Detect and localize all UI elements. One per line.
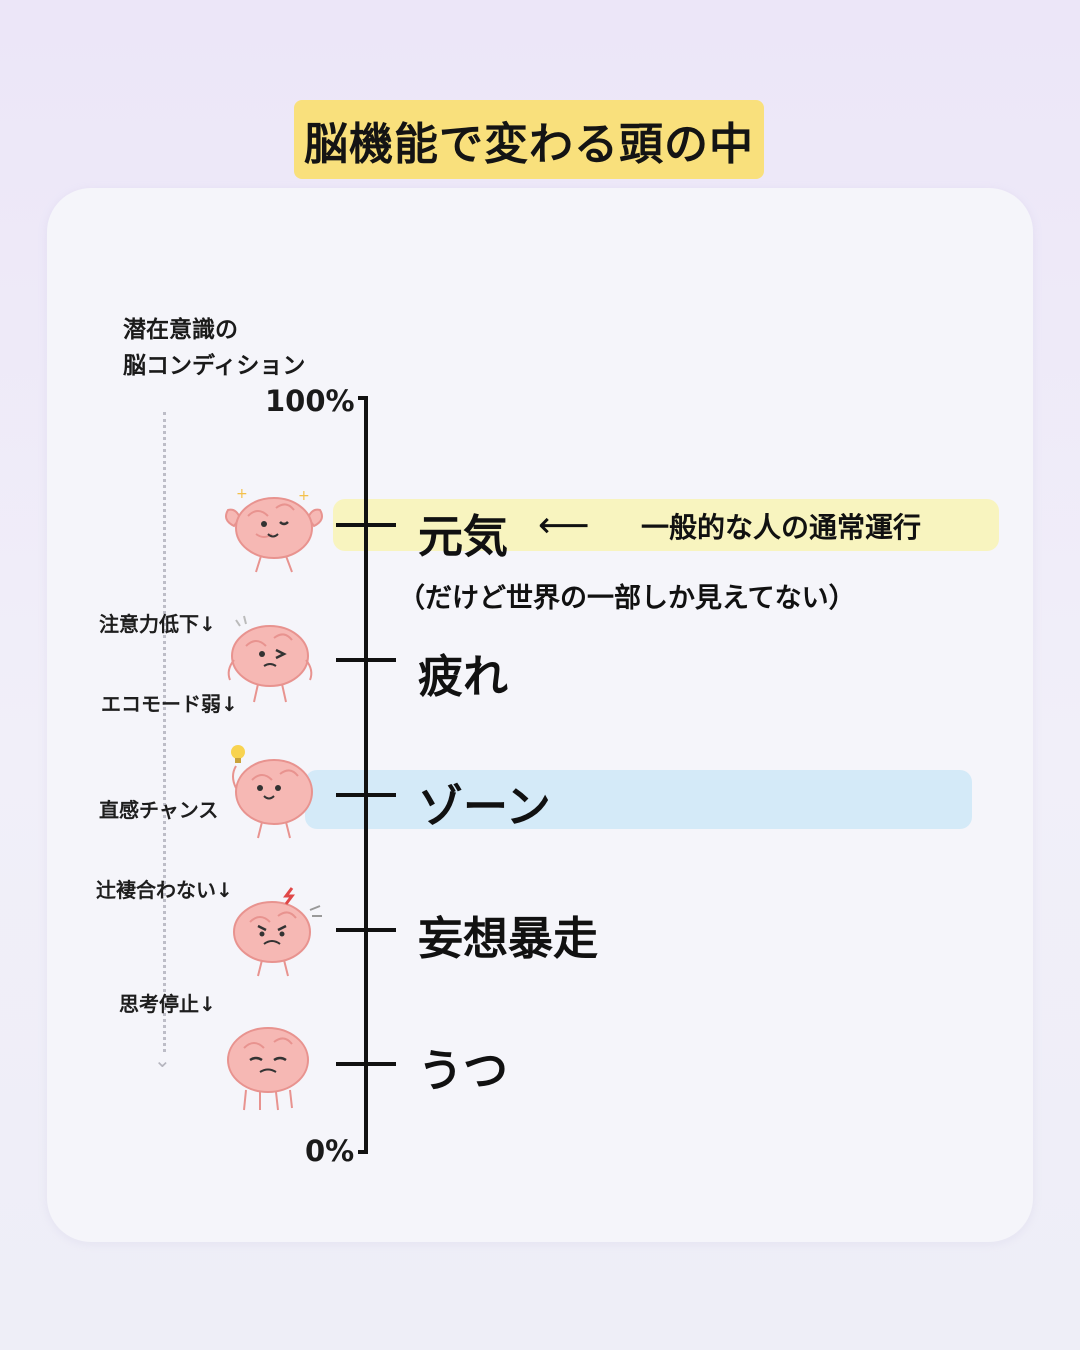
- brain-idea-icon: [231, 745, 313, 839]
- annotation-note: （だけど世界の一部しか見えてない）: [398, 583, 856, 614]
- zone-highlight-band: [305, 770, 972, 829]
- axis-label-line1: 潜在意識の: [123, 317, 238, 343]
- annotation-text: 一般的な人の通常運行: [641, 511, 922, 544]
- side-label-thinking: 思考停止↓: [119, 992, 216, 1016]
- annotation-arrow: ⟵: [538, 505, 590, 546]
- level-label-mousou: 妄想暴走: [418, 912, 599, 965]
- side-label-consistency: 辻褄合わない↓: [96, 878, 233, 902]
- genki-highlight-band: [333, 499, 999, 551]
- level-tick-mousou: [336, 928, 396, 932]
- level-label-genki: 元気: [418, 510, 509, 563]
- axis-bottom-cap: [358, 1150, 368, 1154]
- brain-sad-icon: [227, 1027, 309, 1111]
- level-tick-zone: [336, 793, 396, 797]
- level-tick-genki: [336, 523, 396, 527]
- level-tick-utsu: [336, 1062, 396, 1066]
- side-label-intuition: 直感チャンス: [99, 798, 219, 822]
- page-title: 脳機能で変わる頭の中: [294, 100, 764, 179]
- brain-tired-icon: [227, 615, 313, 703]
- down-arrow-icon: ⌄: [154, 1048, 171, 1072]
- level-label-zone: ゾーン: [418, 780, 551, 833]
- axis-top-cap: [358, 396, 368, 400]
- lightbulb-icon: [231, 745, 245, 763]
- axis-label-line2: 脳コンディション: [123, 353, 306, 379]
- level-tick-tsukare: [336, 658, 396, 662]
- svg-text:+: +: [236, 486, 248, 502]
- side-label-attention: 注意力低下↓: [99, 612, 216, 636]
- axis-bottom-tick-label: 0%: [305, 1134, 355, 1168]
- vertical-axis: [364, 397, 368, 1154]
- brain-happy-icon: + +: [225, 486, 323, 573]
- dotted-trend-line: [163, 412, 166, 1052]
- level-label-utsu: うつ: [418, 1044, 509, 1097]
- diagram-card: [47, 188, 1033, 1242]
- level-label-tsukare: 疲れ: [418, 650, 509, 703]
- brain-angry-icon: [233, 887, 322, 977]
- axis-top-tick-label: 100%: [265, 384, 355, 418]
- svg-text:+: +: [298, 488, 310, 504]
- side-label-eco: エコモード弱↓: [101, 692, 238, 716]
